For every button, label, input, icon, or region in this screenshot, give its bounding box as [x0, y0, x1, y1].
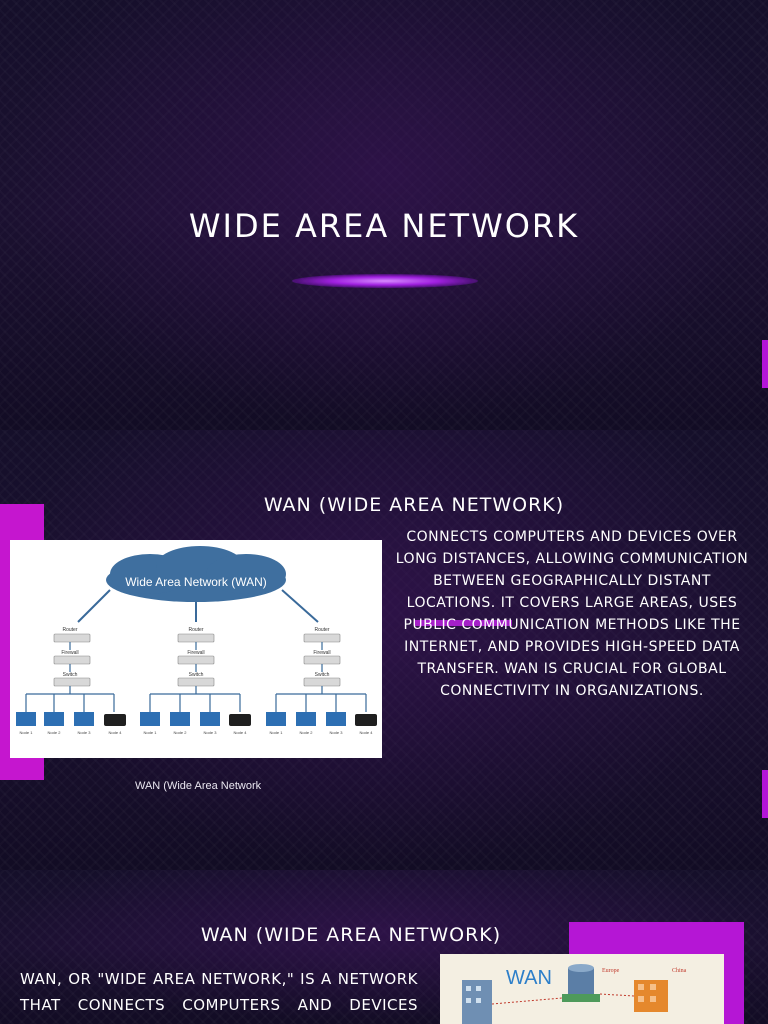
- firewall-label: Firewall: [187, 650, 204, 656]
- slide-body-text: Connects computers and devices over long…: [395, 529, 749, 699]
- network-stack-center: Router Firewall Switch Node 1 Node 2 Nod…: [140, 627, 251, 735]
- node-label: Node 2: [300, 730, 314, 735]
- slide-body-text: WAN, or "Wide Area Network," is a networ…: [20, 970, 418, 1024]
- wan-illustration-image: WAN Europe China: [440, 954, 724, 1024]
- edge-accent-bar: [762, 340, 768, 388]
- node-label: Node 2: [174, 730, 188, 735]
- node-label: Node 3: [204, 730, 218, 735]
- office-building-icon: [634, 980, 668, 1012]
- slide-title: Wide Area Network: [188, 207, 580, 246]
- mid-accent-bar: [414, 620, 512, 626]
- edge-accent-bar: [762, 770, 768, 818]
- wan-diagram-image: Wide Area Network (WAN) Router Firewall …: [10, 540, 382, 758]
- node-label: Node 2: [48, 730, 62, 735]
- glow-divider: [292, 274, 478, 288]
- title-slide: Wide Area Network: [0, 0, 768, 430]
- building-icon: [462, 980, 492, 1024]
- network-stack-left: Router Firewall Switch Node 1 Node 2 Nod…: [16, 627, 126, 735]
- switch-label: Switch: [189, 672, 204, 678]
- node-label: Node 4: [234, 730, 248, 735]
- cloud-label: Wide Area Network (WAN): [125, 575, 267, 589]
- node-label: Node 3: [78, 730, 92, 735]
- china-label: China: [672, 968, 687, 974]
- node-label: Node 4: [109, 730, 123, 735]
- data-center-icon: [562, 964, 600, 1002]
- router-label: Router: [62, 627, 77, 633]
- router-label: Router: [314, 627, 329, 633]
- router-label: Router: [188, 627, 203, 633]
- wan-cloud: Wide Area Network (WAN): [106, 546, 286, 602]
- node-label: Node 1: [20, 730, 34, 735]
- wan-overview-slide: WAN (Wide Area Network) Wide Area Networ…: [0, 430, 768, 870]
- node-label: Node 4: [360, 730, 374, 735]
- image-caption: WAN (Wide Area Network: [135, 780, 262, 792]
- slide-heading: WAN (Wide Area Network): [200, 923, 502, 946]
- europe-label: Europe: [602, 968, 620, 974]
- firewall-label: Firewall: [61, 650, 78, 656]
- network-stack-right: Router Firewall Switch Node 1 Node 2 Nod…: [266, 627, 377, 735]
- wan-label: WAN: [506, 967, 552, 989]
- node-label: Node 1: [270, 730, 284, 735]
- node-label: Node 3: [330, 730, 344, 735]
- firewall-label: Firewall: [313, 650, 330, 656]
- switch-label: Switch: [315, 672, 330, 678]
- slide-heading: WAN (Wide Area Network): [263, 493, 565, 516]
- switch-label: Switch: [63, 672, 78, 678]
- node-label: Node 1: [144, 730, 158, 735]
- wan-definition-slide: WAN (Wide Area Network) WAN, or "Wide Ar…: [0, 870, 768, 1024]
